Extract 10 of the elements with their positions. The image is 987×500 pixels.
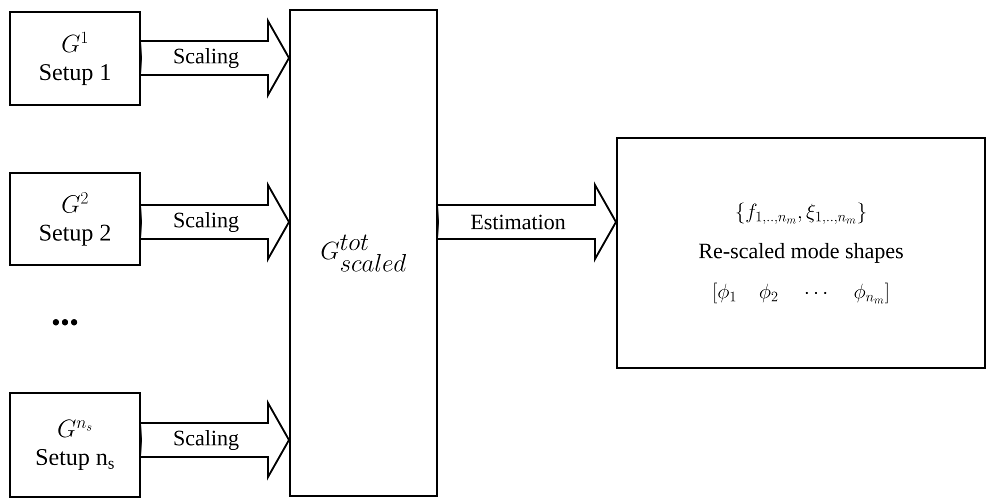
edge-label: Scaling <box>172 428 240 451</box>
setup-box: $G^{n_s}$ Setup n$_{s}$ <box>9 392 142 498</box>
ellipsis-dots: ••• <box>52 319 78 326</box>
result-box: $\left\{f_{1,..,n_m},\xi_{1,..,n_m}\right\}$ Re-scaled mode shapes $\left[\phi_1 \quad \phi_2 \quad \cdots \quad \phi_{n_m}\right]$ <box>616 137 986 369</box>
edge-label: Scaling <box>172 210 240 233</box>
matrix-box: $G^{tot}_{scaled}$ <box>289 9 438 497</box>
setup-box: $G^{2}$ Setup 2 <box>9 172 142 266</box>
setup-box: $G^{1}$ Setup 1 <box>9 11 142 106</box>
edge-label: Estimation <box>469 214 567 230</box>
edge-label: Scaling <box>172 46 240 69</box>
